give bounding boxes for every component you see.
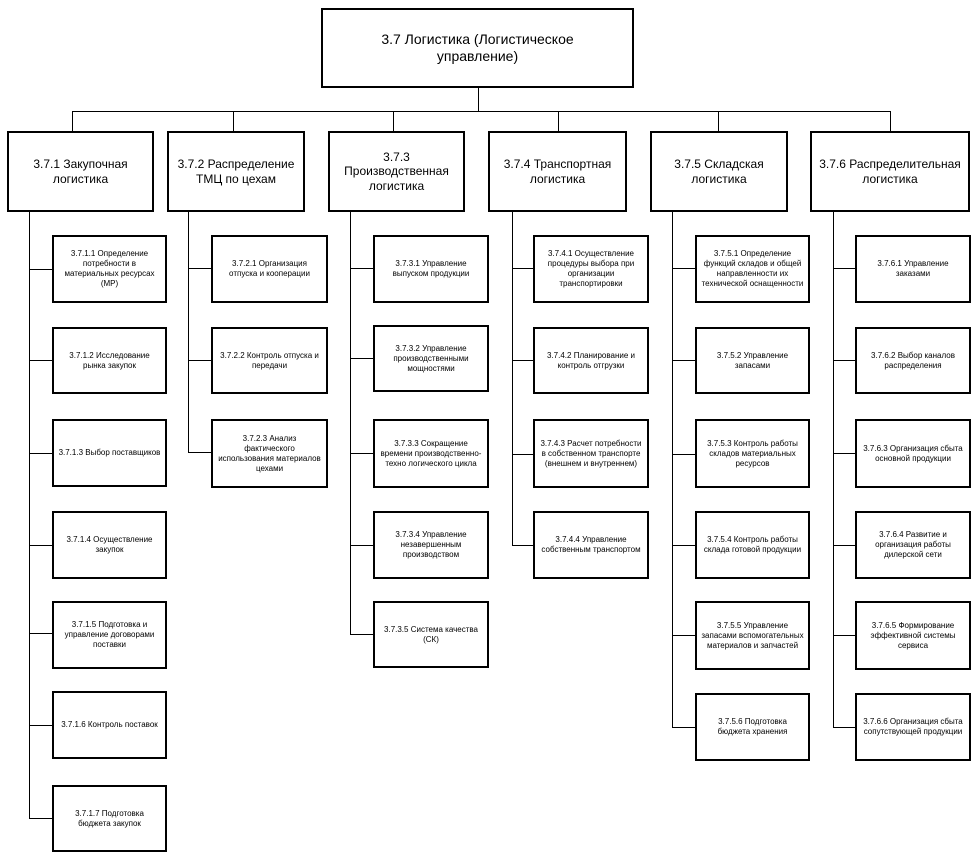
task-3-7-1-7: 3.7.1.7 Подготовка бюджета закупок xyxy=(52,785,167,852)
task-label: 3.7.6.4 Развитие и организация работы ди… xyxy=(875,530,951,559)
section-3-7-1: 3.7.1 Закупочная логистика xyxy=(7,131,154,212)
task-label: 3.7.5.1 Определение функций складов и об… xyxy=(701,249,804,288)
task-3-7-2-1: 3.7.2.1 Организация отпуска и кооперации xyxy=(211,235,328,303)
task-3-7-1-1: 3.7.1.1 Определение потребности в матери… xyxy=(52,235,167,303)
section-3-7-4: 3.7.4 Транспортная логистика xyxy=(488,131,627,212)
task-3-7-1-4: 3.7.1.4 Осуществление закупок xyxy=(52,511,167,579)
task-3-7-3-2: 3.7.3.2 Управление производственными мощ… xyxy=(373,325,489,392)
task-3-7-6-6: 3.7.6.6 Организация сбыта сопутствующей … xyxy=(855,693,971,761)
task-3-7-6-5: 3.7.6.5 Формирование эффективной системы… xyxy=(855,601,971,670)
task-label: 3.7.5.6 Подготовка бюджета хранения xyxy=(717,717,788,736)
task-3-7-6-2: 3.7.6.2 Выбор каналов распределения xyxy=(855,327,971,394)
task-3-7-1-3: 3.7.1.3 Выбор поставщиков xyxy=(52,419,167,487)
task-3-7-3-5: 3.7.3.5 Система качества (СК) xyxy=(373,601,489,668)
task-3-7-6-3: 3.7.6.3 Организация сбыта основной проду… xyxy=(855,419,971,488)
task-label: 3.7.2.1 Организация отпуска и кооперации xyxy=(229,259,310,278)
task-label: 3.7.5.5 Управление запасами вспомогатель… xyxy=(701,620,804,650)
task-3-7-6-1: 3.7.6.1 Управление заказами xyxy=(855,235,971,303)
section-label: 3.7.4 Транспортная логистика xyxy=(503,157,612,186)
task-3-7-4-2: 3.7.4.2 Планирование и контроль отгрузки xyxy=(533,327,649,394)
task-3-7-1-2: 3.7.1.2 Исследование рынка закупок xyxy=(52,327,167,394)
task-3-7-6-4: 3.7.6.4 Развитие и организация работы ди… xyxy=(855,511,971,579)
task-3-7-3-3: 3.7.3.3 Сокращение времени производствен… xyxy=(373,419,489,488)
section-3-7-6: 3.7.6 Распределительная логистика xyxy=(810,131,970,212)
task-label: 3.7.1.2 Исследование рынка закупок xyxy=(69,350,150,370)
task-label: 3.7.1.7 Подготовка бюджета закупок xyxy=(75,808,144,828)
task-3-7-2-3: 3.7.2.3 Анализ фактического использовани… xyxy=(211,419,328,488)
task-label: 3.7.4.3 Расчет потребности в собственном… xyxy=(540,438,642,468)
task-3-7-1-6: 3.7.1.6 Контроль поставок xyxy=(52,691,167,759)
task-3-7-3-4: 3.7.3.4 Управление незавершенным произво… xyxy=(373,511,489,579)
task-3-7-4-4: 3.7.4.4 Управление собственным транспорт… xyxy=(533,511,649,579)
task-3-7-2-2: 3.7.2.2 Контроль отпуска и передачи xyxy=(211,327,328,394)
task-3-7-5-1: 3.7.5.1 Определение функций складов и об… xyxy=(695,235,810,303)
task-3-7-4-3: 3.7.4.3 Расчет потребности в собственном… xyxy=(533,419,649,488)
root-box: 3.7 Логистика (Логистическое управление) xyxy=(321,8,634,88)
task-label: 3.7.1.6 Контроль поставок xyxy=(61,720,158,729)
task-label: 3.7.3.5 Система качества (СК) xyxy=(384,624,478,644)
root-label: 3.7 Логистика (Логистическое управление) xyxy=(381,31,574,64)
task-label: 3.7.2.3 Анализ фактического использовани… xyxy=(218,433,321,473)
task-label: 3.7.5.2 Управление запасами xyxy=(716,350,789,370)
section-label: 3.7.2 Распределение ТМЦ по цехам xyxy=(177,157,295,186)
task-label: 3.7.3.4 Управление незавершенным произво… xyxy=(395,530,467,559)
task-3-7-5-2: 3.7.5.2 Управление запасами xyxy=(695,327,810,394)
section-label: 3.7.5 Складская логистика xyxy=(674,157,764,186)
task-3-7-5-5: 3.7.5.5 Управление запасами вспомогатель… xyxy=(695,601,810,670)
task-label: 3.7.1.1 Определение потребности в матери… xyxy=(64,249,155,288)
task-label: 3.7.3.2 Управление производственными мощ… xyxy=(393,343,469,373)
task-label: 3.7.4.2 Планирование и контроль отгрузки xyxy=(547,350,635,370)
task-label: 3.7.5.3 Контроль работы складов материал… xyxy=(707,438,798,468)
task-label: 3.7.6.6 Организация сбыта сопутствующей … xyxy=(863,717,963,736)
section-label: 3.7.1 Закупочная логистика xyxy=(33,157,128,186)
task-label: 3.7.4.4 Управление собственным транспорт… xyxy=(541,535,641,554)
task-label: 3.7.3.3 Сокращение времени производствен… xyxy=(380,438,482,468)
task-label: 3.7.5.4 Контроль работы склада готовой п… xyxy=(703,535,802,554)
task-label: 3.7.6.1 Управление заказами xyxy=(877,259,949,278)
section-3-7-3: 3.7.3 Производственная логистика xyxy=(328,131,465,212)
task-label: 3.7.2.2 Контроль отпуска и передачи xyxy=(220,350,319,370)
task-label: 3.7.1.5 Подготовка и управление договора… xyxy=(64,620,155,649)
task-3-7-5-4: 3.7.5.4 Контроль работы склада готовой п… xyxy=(695,511,810,579)
task-label: 3.7.4.1 Осуществление процедуры выбора п… xyxy=(547,249,635,288)
task-label: 3.7.3.1 Управление выпуском продукции xyxy=(392,259,470,278)
task-3-7-5-6: 3.7.5.6 Подготовка бюджета хранения xyxy=(695,693,810,761)
task-3-7-1-5: 3.7.1.5 Подготовка и управление договора… xyxy=(52,601,167,669)
task-label: 3.7.6.2 Выбор каналов распределения xyxy=(871,350,955,370)
task-3-7-3-1: 3.7.3.1 Управление выпуском продукции xyxy=(373,235,489,303)
section-label: 3.7.3 Производственная логистика xyxy=(344,149,449,193)
section-3-7-2: 3.7.2 Распределение ТМЦ по цехам xyxy=(167,131,305,212)
section-label: 3.7.6 Распределительная логистика xyxy=(819,157,961,186)
section-3-7-5: 3.7.5 Складская логистика xyxy=(650,131,788,212)
task-label: 3.7.6.3 Организация сбыта основной проду… xyxy=(863,443,963,463)
task-label: 3.7.6.5 Формирование эффективной системы… xyxy=(870,620,956,650)
task-3-7-5-3: 3.7.5.3 Контроль работы складов материал… xyxy=(695,419,810,488)
task-3-7-4-1: 3.7.4.1 Осуществление процедуры выбора п… xyxy=(533,235,649,303)
task-label: 3.7.1.3 Выбор поставщиков xyxy=(58,448,161,457)
task-label: 3.7.1.4 Осуществление закупок xyxy=(66,535,153,554)
